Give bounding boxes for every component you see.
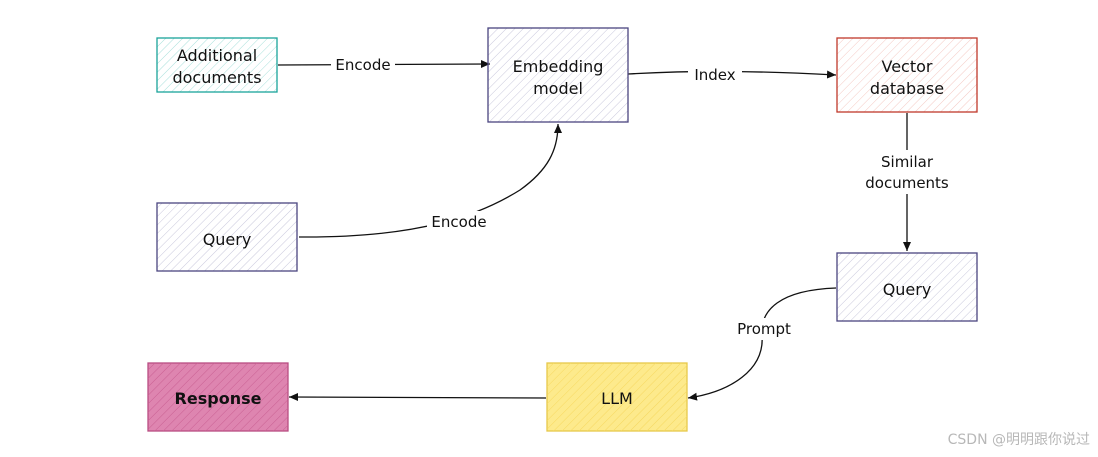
node-label-model: model (533, 79, 583, 98)
watermark-text: CSDN @明明跟你说过 (947, 432, 1090, 448)
node-llm: LLM (546, 362, 688, 432)
edge-query-to-embedding: Encode (298, 123, 562, 238)
edge-embedding-to-vector: Index (627, 64, 837, 86)
edge-additional-to-embedding: Encode (277, 54, 491, 76)
node-vector-database: Vector database (836, 37, 978, 113)
node-query-right: Query (836, 252, 978, 322)
edge-label-index: Index (694, 66, 735, 84)
node-label-documents: documents (172, 68, 261, 87)
node-label-vector: Vector (882, 57, 933, 76)
edge-query-to-llm: Prompt (687, 287, 837, 401)
edge-llm-to-response (288, 393, 547, 402)
node-query-left: Query (156, 202, 298, 272)
edge-vector-to-query: Similar documents (864, 113, 950, 251)
node-embedding-model: Embedding model (487, 27, 629, 123)
node-label-llm: LLM (601, 389, 633, 408)
node-label-query-left: Query (203, 230, 252, 249)
edge-label-similar-2: documents (865, 174, 949, 192)
node-label-embedding: Embedding (513, 57, 604, 76)
edge-label-encode-top: Encode (335, 56, 390, 74)
edge-label-encode-query: Encode (431, 213, 486, 231)
node-label-response: Response (175, 389, 262, 408)
node-label-additional: Additional (177, 46, 257, 65)
node-label-query-right: Query (883, 280, 932, 299)
node-response: Response (147, 362, 289, 432)
edge-label-similar-1: Similar (881, 153, 934, 171)
edge-label-prompt: Prompt (737, 320, 791, 338)
node-additional-documents: Additional documents (156, 37, 278, 93)
node-label-database: database (870, 79, 944, 98)
